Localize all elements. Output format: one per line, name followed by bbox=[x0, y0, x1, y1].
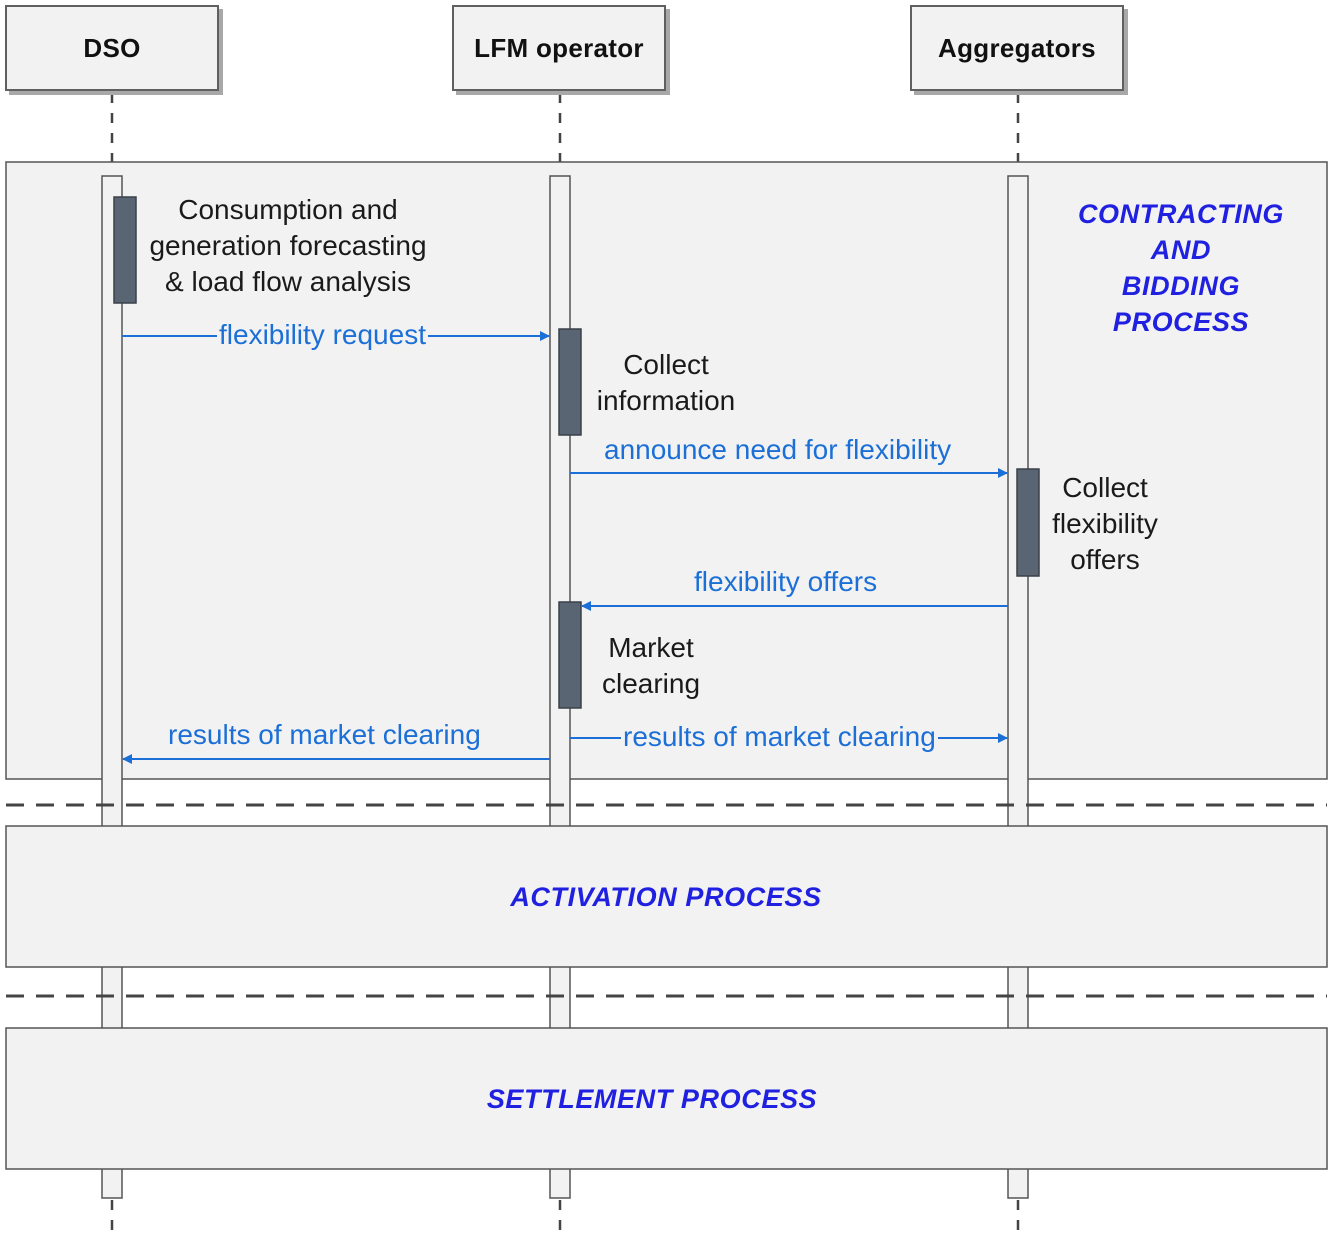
settlement-frame bbox=[5, 1027, 1328, 1170]
settlement-process-label: SETTLEMENT PROCESS bbox=[486, 1084, 818, 1114]
contracting-process-label: CONTRACTING AND BIDDING PROCESS bbox=[1077, 199, 1285, 337]
activation-frame bbox=[5, 825, 1328, 968]
note-collect-information: Collect information bbox=[596, 349, 736, 416]
phase-separators bbox=[6, 803, 1327, 998]
actor-aggregators: Aggregators bbox=[910, 5, 1124, 91]
note-collect-flexibility-offers: Collect flexibility offers bbox=[1052, 472, 1158, 575]
activation-process-label: ACTIVATION PROCESS bbox=[510, 882, 822, 912]
lifeline-stubs bbox=[110, 93, 1020, 1235]
actor-lfm-operator: LFM operator bbox=[452, 5, 666, 91]
activation-bars bbox=[113, 196, 1040, 709]
note-market-clearing: Market clearing bbox=[601, 632, 701, 699]
message-results-to-aggregators: results of market clearing bbox=[621, 720, 938, 754]
actor-dso: DSO bbox=[5, 5, 219, 91]
message-flexibility-request: flexibility request bbox=[217, 318, 428, 352]
contracting-frame bbox=[5, 161, 1328, 780]
message-results-to-dso: results of market clearing bbox=[166, 718, 483, 752]
message-announce-need: announce need for flexibility bbox=[602, 433, 954, 467]
message-flexibility-offers: flexibility offers bbox=[692, 565, 880, 599]
note-dso-forecast: Consumption and generation forecasting &… bbox=[149, 194, 427, 297]
